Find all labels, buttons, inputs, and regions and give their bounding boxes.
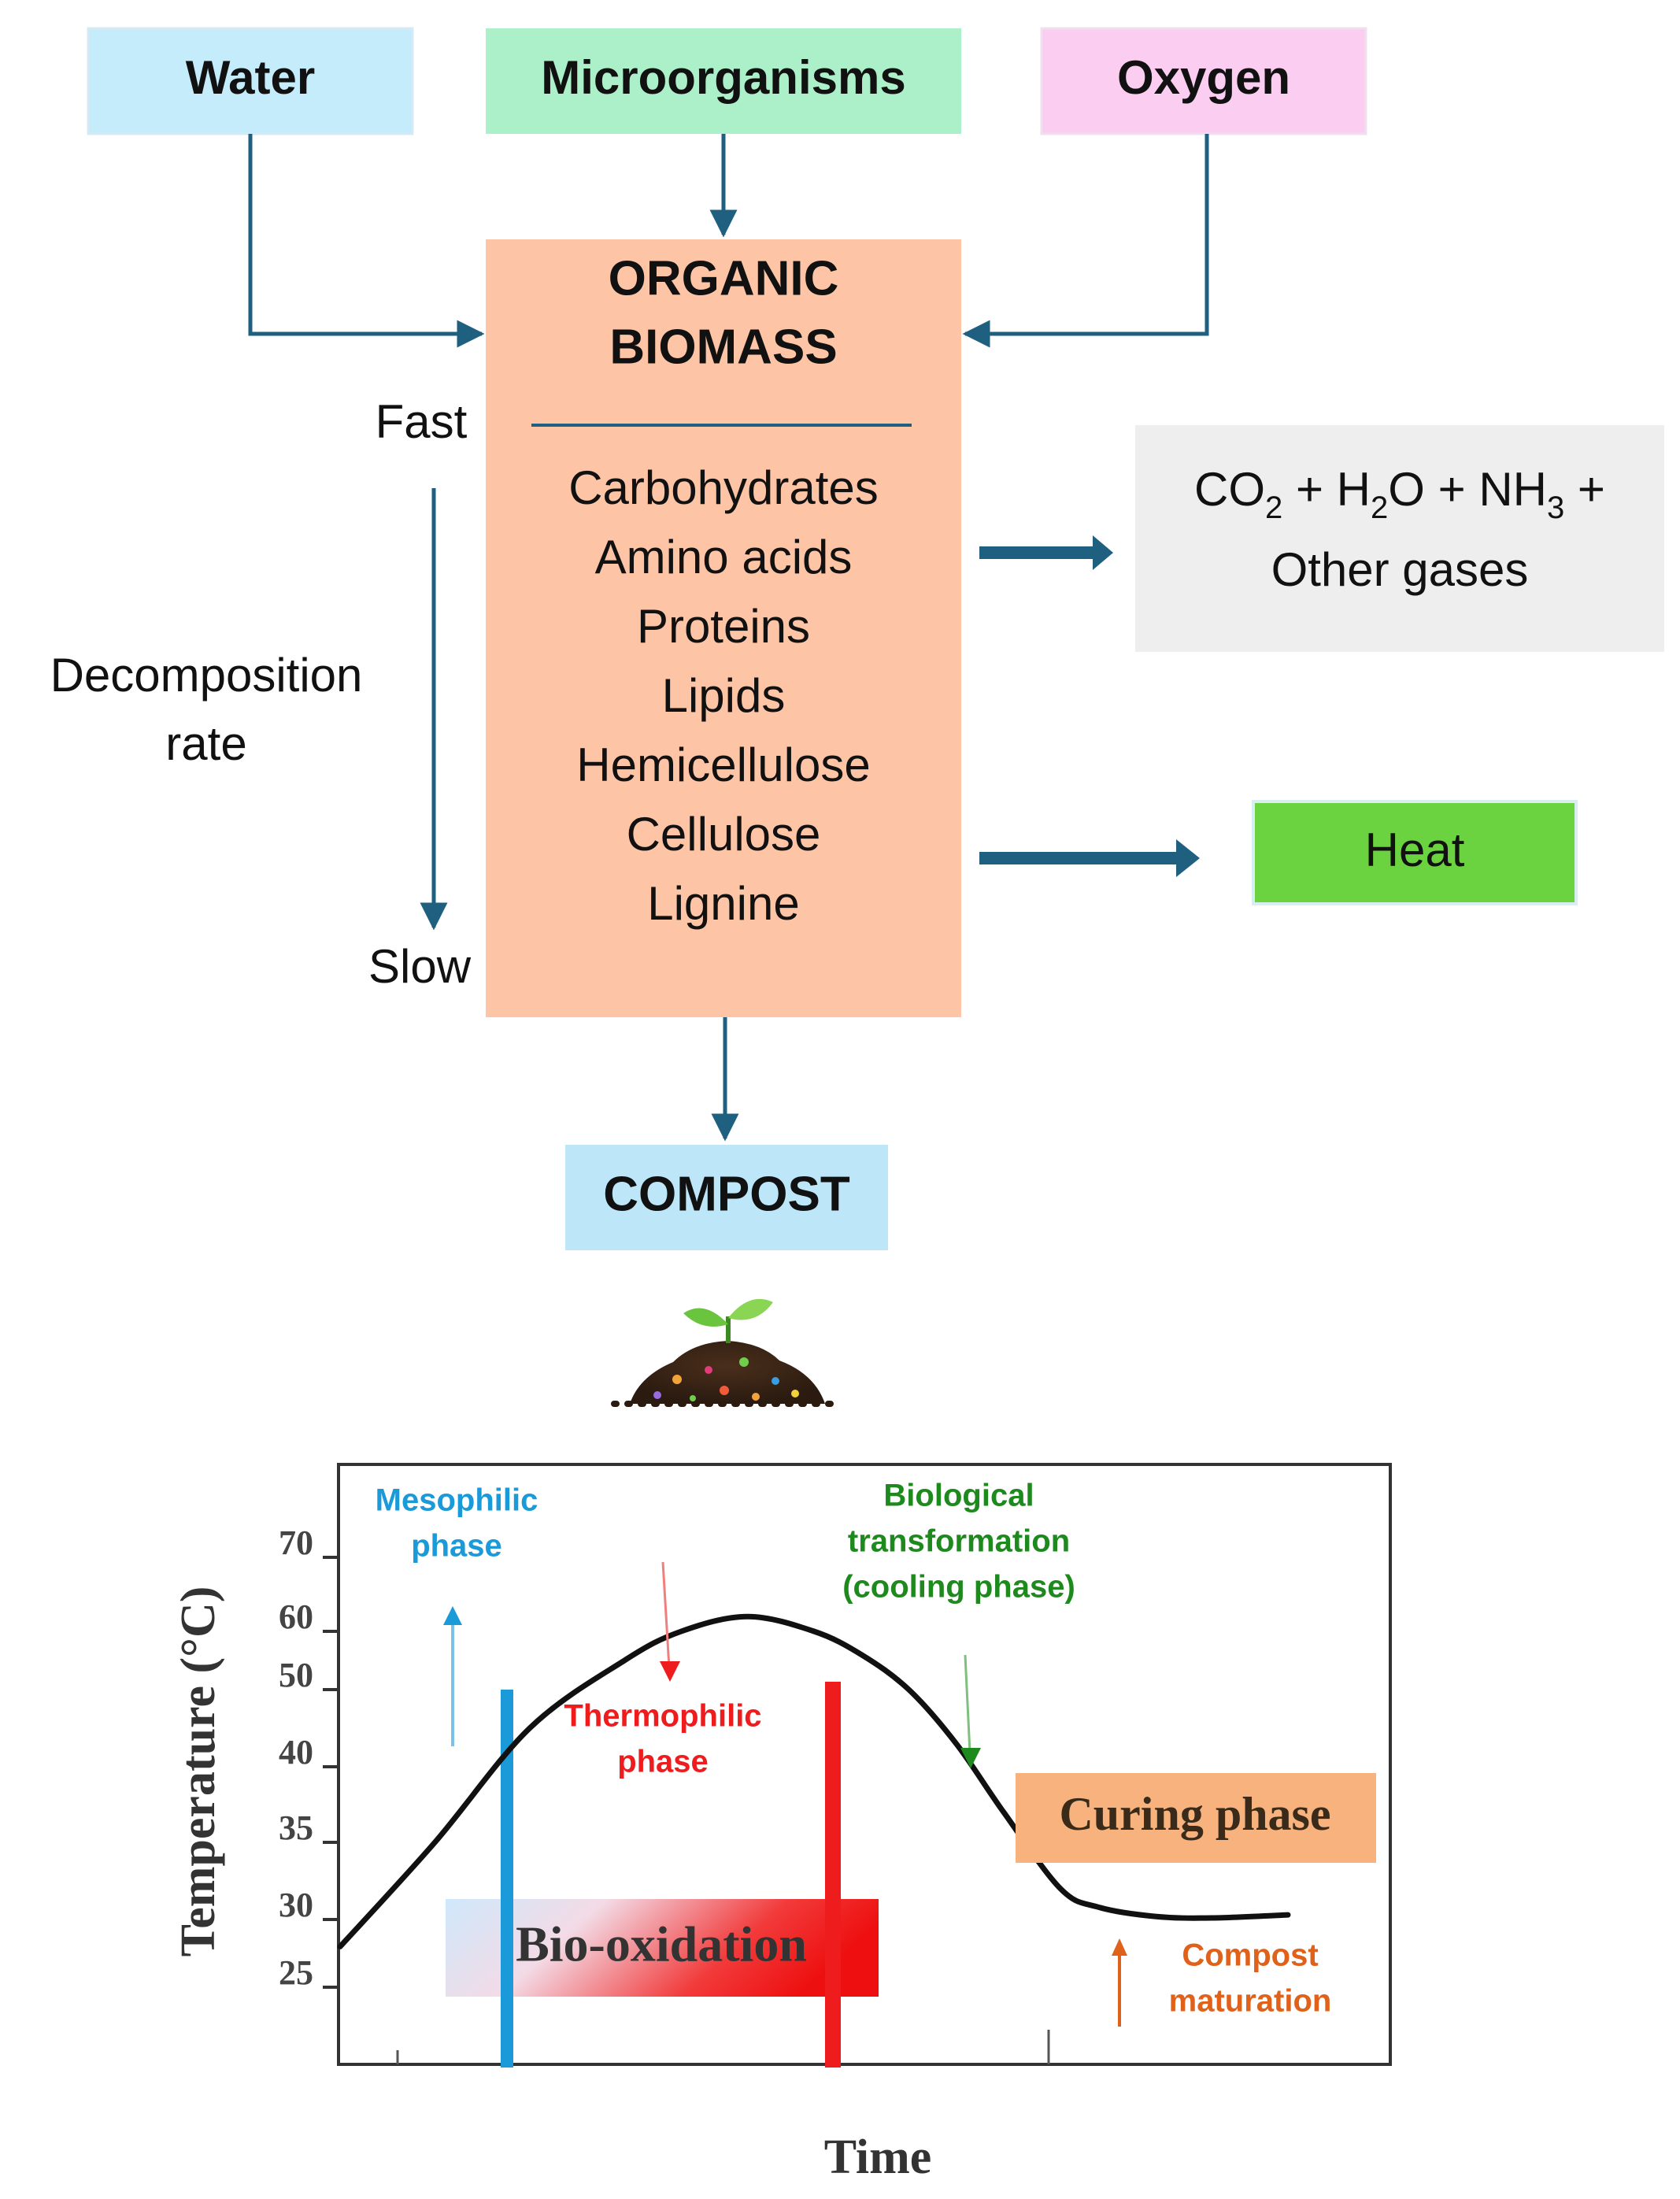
biomass-title-line2: BIOMASS: [609, 320, 837, 374]
oxygen-box: [1040, 27, 1367, 135]
thermophilic-label-line1: Thermophilic: [564, 1699, 761, 1734]
gases-line2: Other gases: [1271, 543, 1529, 596]
y-tick-label: 30: [279, 1886, 313, 1924]
microorganisms-label: Microorganisms: [541, 51, 905, 104]
biomass-component: Cellulose: [627, 808, 821, 861]
microorganisms-box: [486, 28, 961, 134]
biological-arrowhead: [960, 1748, 981, 1768]
maturation-label-line1: Compost: [1182, 1938, 1318, 1973]
biomass-component: Hemicellulose: [576, 739, 870, 791]
gases-formula: CO2 + H2O + NH3 +: [1194, 463, 1605, 525]
heat-box: [1252, 800, 1578, 905]
gases-sub-2b: 2: [1371, 491, 1388, 525]
temperature-chart: 70 60 50 40 35 30 25 Temperature (°C) Time Bio…: [172, 1463, 1392, 2184]
thermophilic-bar: [825, 1682, 841, 2068]
thermophilic-arrow: [661, 1561, 671, 1668]
slow-label: Slow: [368, 940, 472, 993]
heat-label: Heat: [1365, 824, 1465, 876]
biomass-component: Proteins: [637, 600, 810, 653]
thermophilic-label-line2: phase: [617, 1745, 709, 1779]
heat-arrowhead: [1176, 839, 1200, 877]
mesophilic-label-line1: Mesophilic: [376, 1483, 538, 1518]
curing-phase-box: [1016, 1773, 1376, 1863]
y-tick-label: 70: [279, 1523, 313, 1562]
thermophilic-arrowhead: [660, 1661, 680, 1682]
decomposition-rate-label-line2: rate: [165, 717, 246, 770]
biological-arrow: [964, 1654, 971, 1753]
organic-biomass-box: [486, 239, 961, 1017]
gases-box: [1135, 425, 1664, 652]
y-tick-label: 35: [279, 1808, 313, 1847]
biomass-component: Amino acids: [595, 531, 853, 583]
temperature-curve: [337, 1613, 1291, 1949]
biomass-title-line1: ORGANIC: [609, 251, 839, 305]
water-label: Water: [186, 51, 315, 104]
compost-pile-icon: [611, 1298, 844, 1407]
biological-label-line2: transformation: [848, 1524, 1070, 1559]
y-tick-label: 60: [279, 1597, 313, 1636]
gases-arrowhead: [1093, 535, 1113, 570]
x-axis-label: Time: [824, 2131, 932, 2184]
y-tick-label: 40: [279, 1733, 313, 1771]
biological-label-line1: Biological: [883, 1479, 1034, 1513]
y-tick-label: 50: [279, 1656, 313, 1694]
oxygen-arrow: [962, 134, 1209, 348]
mesophilic-bar: [501, 1690, 513, 2068]
compost-label: COMPOST: [603, 1167, 850, 1221]
chart-frame: [337, 1463, 1392, 2066]
y-axis-label: Temperature (°C): [172, 1586, 225, 1957]
bio-oxidation-label: Bio-oxidation: [516, 1916, 807, 1972]
maturation-arrowhead: [1112, 1938, 1127, 1956]
decomposition-rate-label-line1: Decomposition: [50, 649, 363, 702]
gases-plus-end: +: [1564, 463, 1605, 516]
curing-phase-label: Curing phase: [1059, 1788, 1330, 1840]
water-box: [87, 27, 414, 135]
water-arrow: [248, 134, 485, 348]
fast-label: Fast: [376, 395, 468, 448]
gases-o-nh: O + NH: [1388, 463, 1547, 516]
oxygen-label: Oxygen: [1117, 51, 1290, 104]
biomass-component: Lipids: [662, 669, 786, 722]
mesophilic-arrowhead: [443, 1606, 462, 1625]
gases-sub-3: 3: [1547, 491, 1564, 525]
y-tick-label: 25: [279, 1953, 313, 1992]
mesophilic-label-line2: phase: [411, 1529, 502, 1564]
y-axis-ticks: 70 60 50 40 35 30 25: [279, 1523, 340, 1992]
gases-sub-2: 2: [1265, 491, 1282, 525]
biomass-component: Carbohydrates: [568, 461, 879, 514]
biomass-component: Lignine: [647, 877, 800, 930]
compost-box: [565, 1145, 888, 1250]
maturation-label-line2: maturation: [1169, 1984, 1332, 2019]
gases-co: CO: [1194, 463, 1265, 516]
bio-oxidation-band: [446, 1899, 879, 1997]
biological-label-line3: (cooling phase): [842, 1570, 1075, 1605]
gases-plus-h: + H: [1282, 463, 1371, 516]
